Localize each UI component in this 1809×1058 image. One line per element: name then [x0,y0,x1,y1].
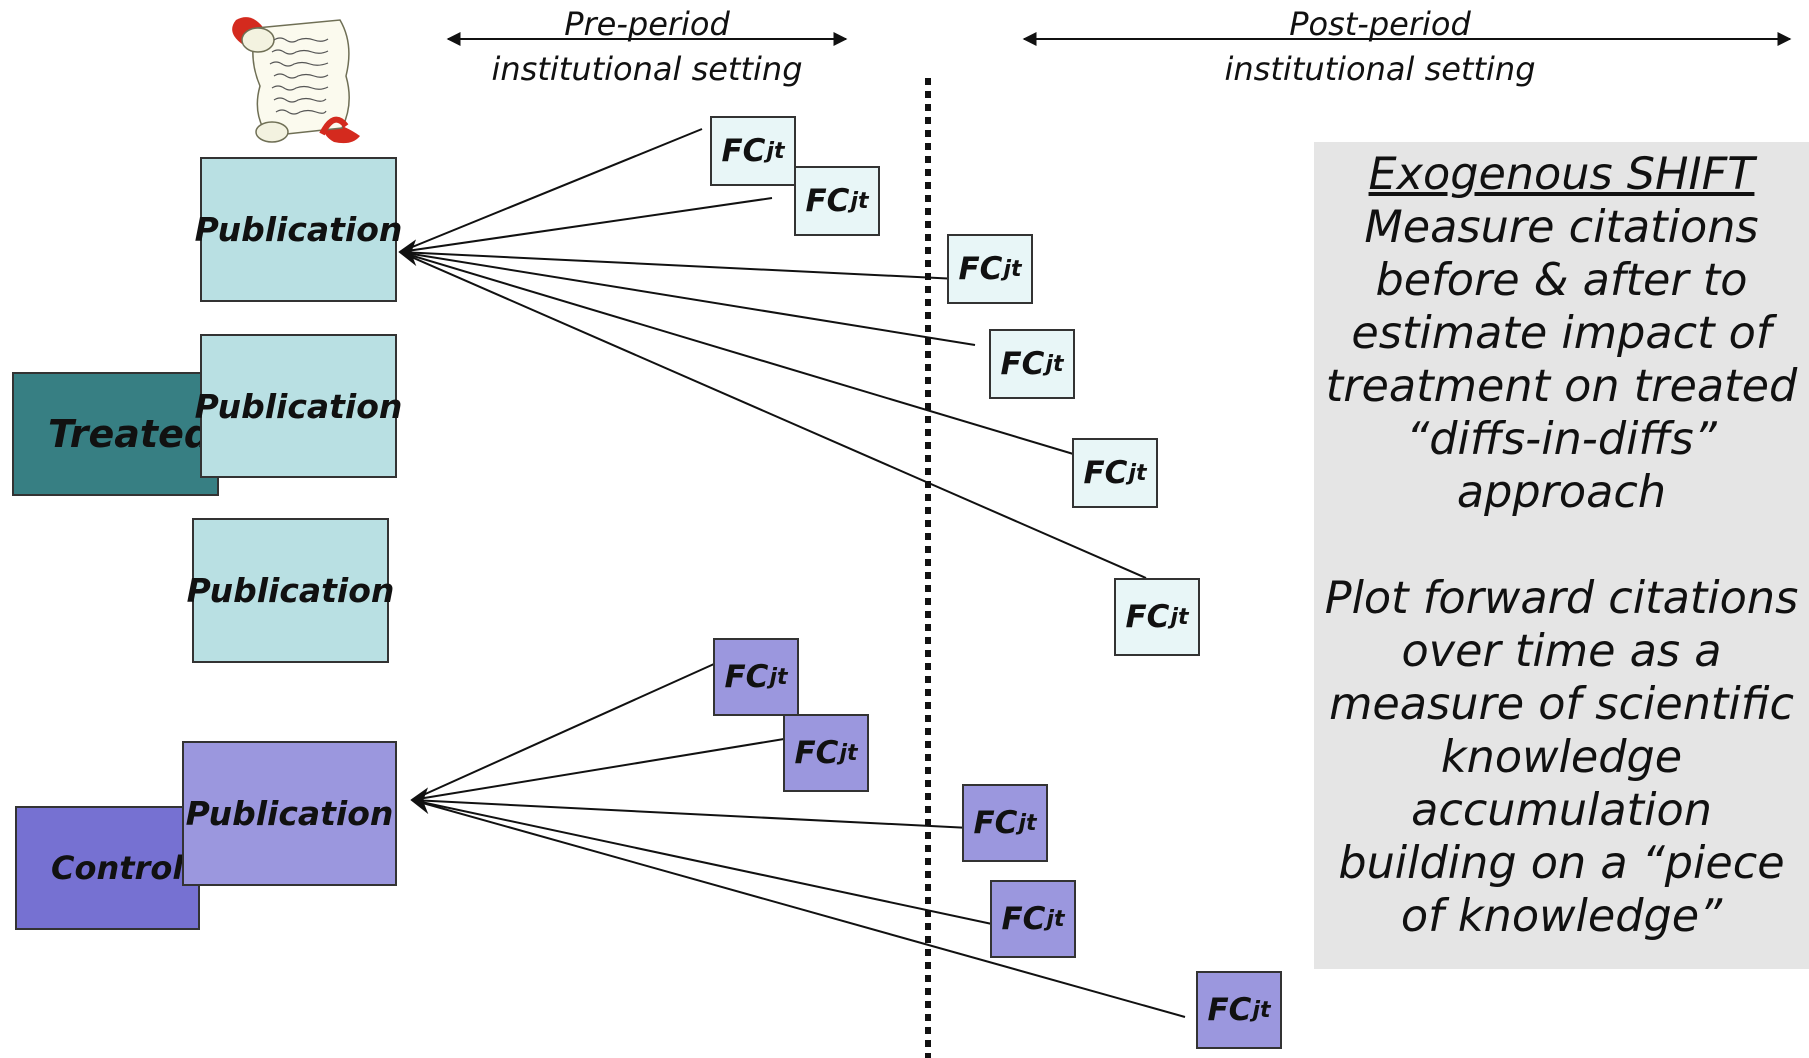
panel-heading: Exogenous SHIFT [1368,149,1755,200]
treated-citation-links [398,128,1147,579]
citation-label: FC [973,805,1018,841]
citation-subscript: jt [1046,906,1065,932]
panel-text-line: Measure citations [1364,202,1759,253]
explanation-panel: Exogenous SHIFT Measure citations before… [1314,142,1809,969]
treated-convergence-arrowhead [398,239,417,267]
citation-subscript: jt [1252,997,1271,1023]
citation-label: FC [1000,346,1045,382]
citation-label: FC [805,183,850,219]
control-group-label: Control [51,849,184,887]
citation-label: FC [1083,455,1128,491]
control-publication-box: Publication [182,741,397,886]
publication-label: Publication [186,571,395,610]
panel-text-line: building on a “piece [1338,838,1785,889]
control-convergence-arrowhead [410,787,429,815]
pre-period-subtitle: institutional setting [491,50,803,88]
citation-subscript: jt [839,740,858,766]
citation-subscript: jt [769,664,788,690]
citation-label: FC [794,735,839,771]
citation-label: FC [1125,599,1170,635]
citation-label: FC [721,133,766,169]
panel-text-line: before & after to [1375,255,1748,306]
panel-text-line: accumulation [1411,785,1712,836]
citation-label: FC [1001,901,1046,937]
post-period-title: Post-period [1289,5,1471,43]
control-citation-links [410,663,1186,1018]
panel-text-line: approach [1456,467,1667,518]
citation-label: FC [724,659,769,695]
post-period-subtitle: institutional setting [1224,50,1536,88]
citation-label: FC [1207,992,1252,1028]
control-group-box: Control [15,806,200,930]
panel-text-line: knowledge [1440,732,1683,783]
publication-label: Publication [194,386,403,426]
panel-paragraph-gap [1314,519,1809,572]
citation-subscript: jt [766,138,785,164]
panel-text-line: over time as a [1401,626,1722,677]
treated-publication-box: Publication [195,157,402,302]
citation-subscript: jt [1003,256,1022,282]
citation-subscript: jt [1018,810,1037,836]
treated-publication-box: Publication [195,334,402,478]
post-period-label: Post-period institutional setting [1178,2,1582,92]
panel-text-line: of knowledge” [1400,891,1723,942]
publication-label: Publication [185,794,394,833]
citation-label: FC [958,251,1003,287]
panel-text-line: treatment on treated [1325,361,1798,412]
citation-subscript: jt [850,188,869,214]
panel-text-line: estimate impact of [1351,308,1772,359]
pre-period-title: Pre-period [564,5,730,43]
treated-group-box: Treated [12,372,219,496]
treated-group-label: Treated [48,412,212,456]
publication-label: Publication [194,210,403,249]
citation-subscript: jt [1045,351,1064,377]
treated-publication-box: Publication [187,518,394,663]
pre-period-label: Pre-period institutional setting [446,2,848,92]
citation-subscript: jt [1170,604,1189,630]
panel-text-line: measure of scientific [1329,679,1794,730]
scroll-manuscript-icon [232,17,360,144]
panel-text-line: Plot forward citations [1324,573,1799,624]
citation-subscript: jt [1128,460,1147,486]
panel-text-line: “diffs-in-diffs” [1406,414,1717,465]
